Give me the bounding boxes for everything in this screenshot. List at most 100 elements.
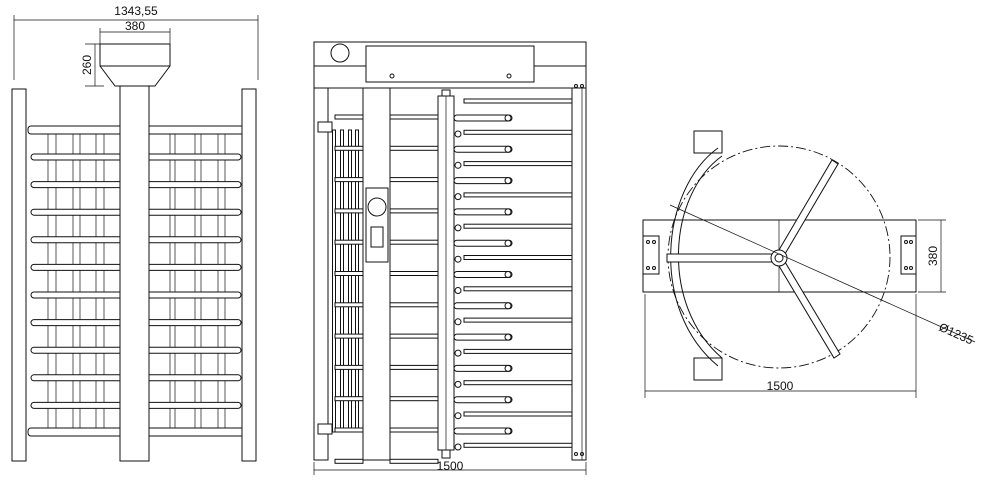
head-box	[99, 43, 171, 87]
side-rotor-arm	[453, 427, 513, 435]
side-rotor-arm	[453, 239, 513, 247]
upper-bracket	[693, 130, 723, 154]
lower-bracket	[693, 357, 723, 381]
side-fixed-bar	[389, 208, 439, 214]
side-rotor-arm-joint	[454, 287, 462, 294]
side-fixed-bar	[389, 458, 439, 464]
side-fixed-bar-left	[334, 208, 364, 214]
side-fixed-bar	[389, 302, 439, 308]
side-rotor-arm	[453, 271, 513, 278]
left-end-plate	[642, 235, 660, 275]
side-fixed-bar	[389, 396, 439, 402]
right-post	[241, 88, 257, 462]
top-view: Ø1235 380 1500	[642, 130, 976, 398]
side-right-bar	[463, 192, 573, 198]
side-fixed-bar	[389, 333, 439, 339]
side-right-post	[571, 87, 587, 461]
side-rotor-arm-tip	[504, 271, 512, 278]
side-width-label: 1500	[437, 459, 464, 473]
side-rotor-arm	[453, 333, 513, 341]
side-main-column	[362, 87, 391, 461]
left-post	[11, 88, 27, 462]
side-fixed-bar-left	[334, 145, 364, 151]
side-rotor-arm	[453, 177, 513, 185]
side-right-bar	[463, 98, 573, 104]
side-view: 1500	[313, 41, 587, 475]
side-right-bar	[463, 380, 573, 386]
side-rotor-arm-tip	[504, 145, 512, 153]
side-rotor-arm-tip	[504, 302, 512, 310]
side-rotor-arm-joint	[454, 161, 462, 169]
diameter-label: Ø1235	[937, 320, 976, 348]
side-rotor-arm-joint	[454, 349, 462, 357]
side-fixed-bar-left	[334, 333, 364, 339]
lamp-icon	[330, 43, 350, 63]
side-rotor-arm	[453, 302, 513, 310]
side-vertical-bar	[348, 129, 352, 433]
side-rotor-arm-joint	[454, 224, 462, 232]
side-right-bar	[463, 317, 573, 323]
top-rotor-arms	[666, 159, 841, 359]
side-rotor-arm	[453, 364, 513, 372]
side-fixed-bar	[389, 145, 439, 151]
side-right-bar	[463, 223, 573, 229]
side-right-bar	[463, 161, 573, 167]
side-rotor-arm-tip	[504, 396, 512, 404]
side-rotor-arm	[453, 114, 513, 122]
side-fixed-bar-left	[334, 458, 364, 464]
side-rotor-arm-tip	[504, 427, 512, 435]
side-right-bar	[463, 129, 573, 135]
front-head-height-label: 260	[80, 55, 94, 75]
side-right-bar	[463, 442, 573, 448]
side-vertical-bar	[332, 129, 336, 433]
side-fixed-bar-left	[334, 114, 364, 120]
side-fixed-bars	[334, 98, 573, 464]
side-fixed-bar	[389, 114, 439, 120]
side-rotor-arm-tip	[504, 239, 512, 247]
front-view: 1343,55 380 260	[11, 4, 259, 462]
side-rotor-arm-joint	[454, 255, 462, 263]
side-right-bar	[463, 286, 573, 292]
hub-icon	[770, 249, 788, 267]
side-fixed-bar	[389, 239, 439, 245]
side-rotor-arm	[453, 208, 513, 216]
side-fixed-bar-left	[334, 177, 364, 183]
side-vertical-bars	[332, 129, 359, 433]
side-right-bar	[463, 255, 573, 260]
side-fixed-bar-left	[334, 239, 364, 245]
side-vertical-bar	[340, 129, 344, 433]
side-fixed-bar	[389, 364, 439, 370]
side-rotor-arm-tip	[504, 177, 512, 185]
right-end-plate	[900, 235, 917, 275]
guard-rail-inner	[677, 155, 723, 359]
center-column	[119, 85, 150, 462]
side-right-bar	[463, 348, 573, 354]
display-panel	[365, 45, 535, 83]
side-rotor-arm-tip	[504, 333, 512, 341]
side-rotor-arm-joint	[454, 380, 462, 388]
side-rotor-arm-tip	[504, 208, 512, 216]
side-rotor-arm	[453, 396, 513, 404]
side-rotor-arm-joint	[454, 130, 462, 138]
side-rotor-arm	[453, 145, 513, 153]
side-rotor-arm-joint	[454, 443, 462, 451]
side-fixed-bar	[389, 427, 439, 433]
side-right-bar	[463, 411, 573, 417]
guard-rail-outer	[670, 147, 719, 367]
side-fixed-bar-left	[334, 271, 364, 276]
top-body-width-label: 380	[926, 246, 940, 266]
side-rotor-arms	[453, 114, 513, 451]
diameter-leader	[669, 204, 976, 343]
side-fixed-bar	[389, 177, 439, 183]
side-left-post	[313, 87, 329, 461]
side-fixed-bar	[389, 271, 439, 276]
top-width-label: 1500	[767, 379, 794, 393]
side-rotor-arm-joint	[454, 318, 462, 326]
front-bars	[30, 130, 242, 437]
side-rotor-arm-tip	[504, 114, 512, 122]
front-width-label: 1343,55	[114, 4, 158, 18]
front-head-width-label: 380	[125, 19, 145, 33]
side-rotor-arm-joint	[454, 193, 462, 201]
side-fixed-bar-left	[334, 427, 364, 433]
